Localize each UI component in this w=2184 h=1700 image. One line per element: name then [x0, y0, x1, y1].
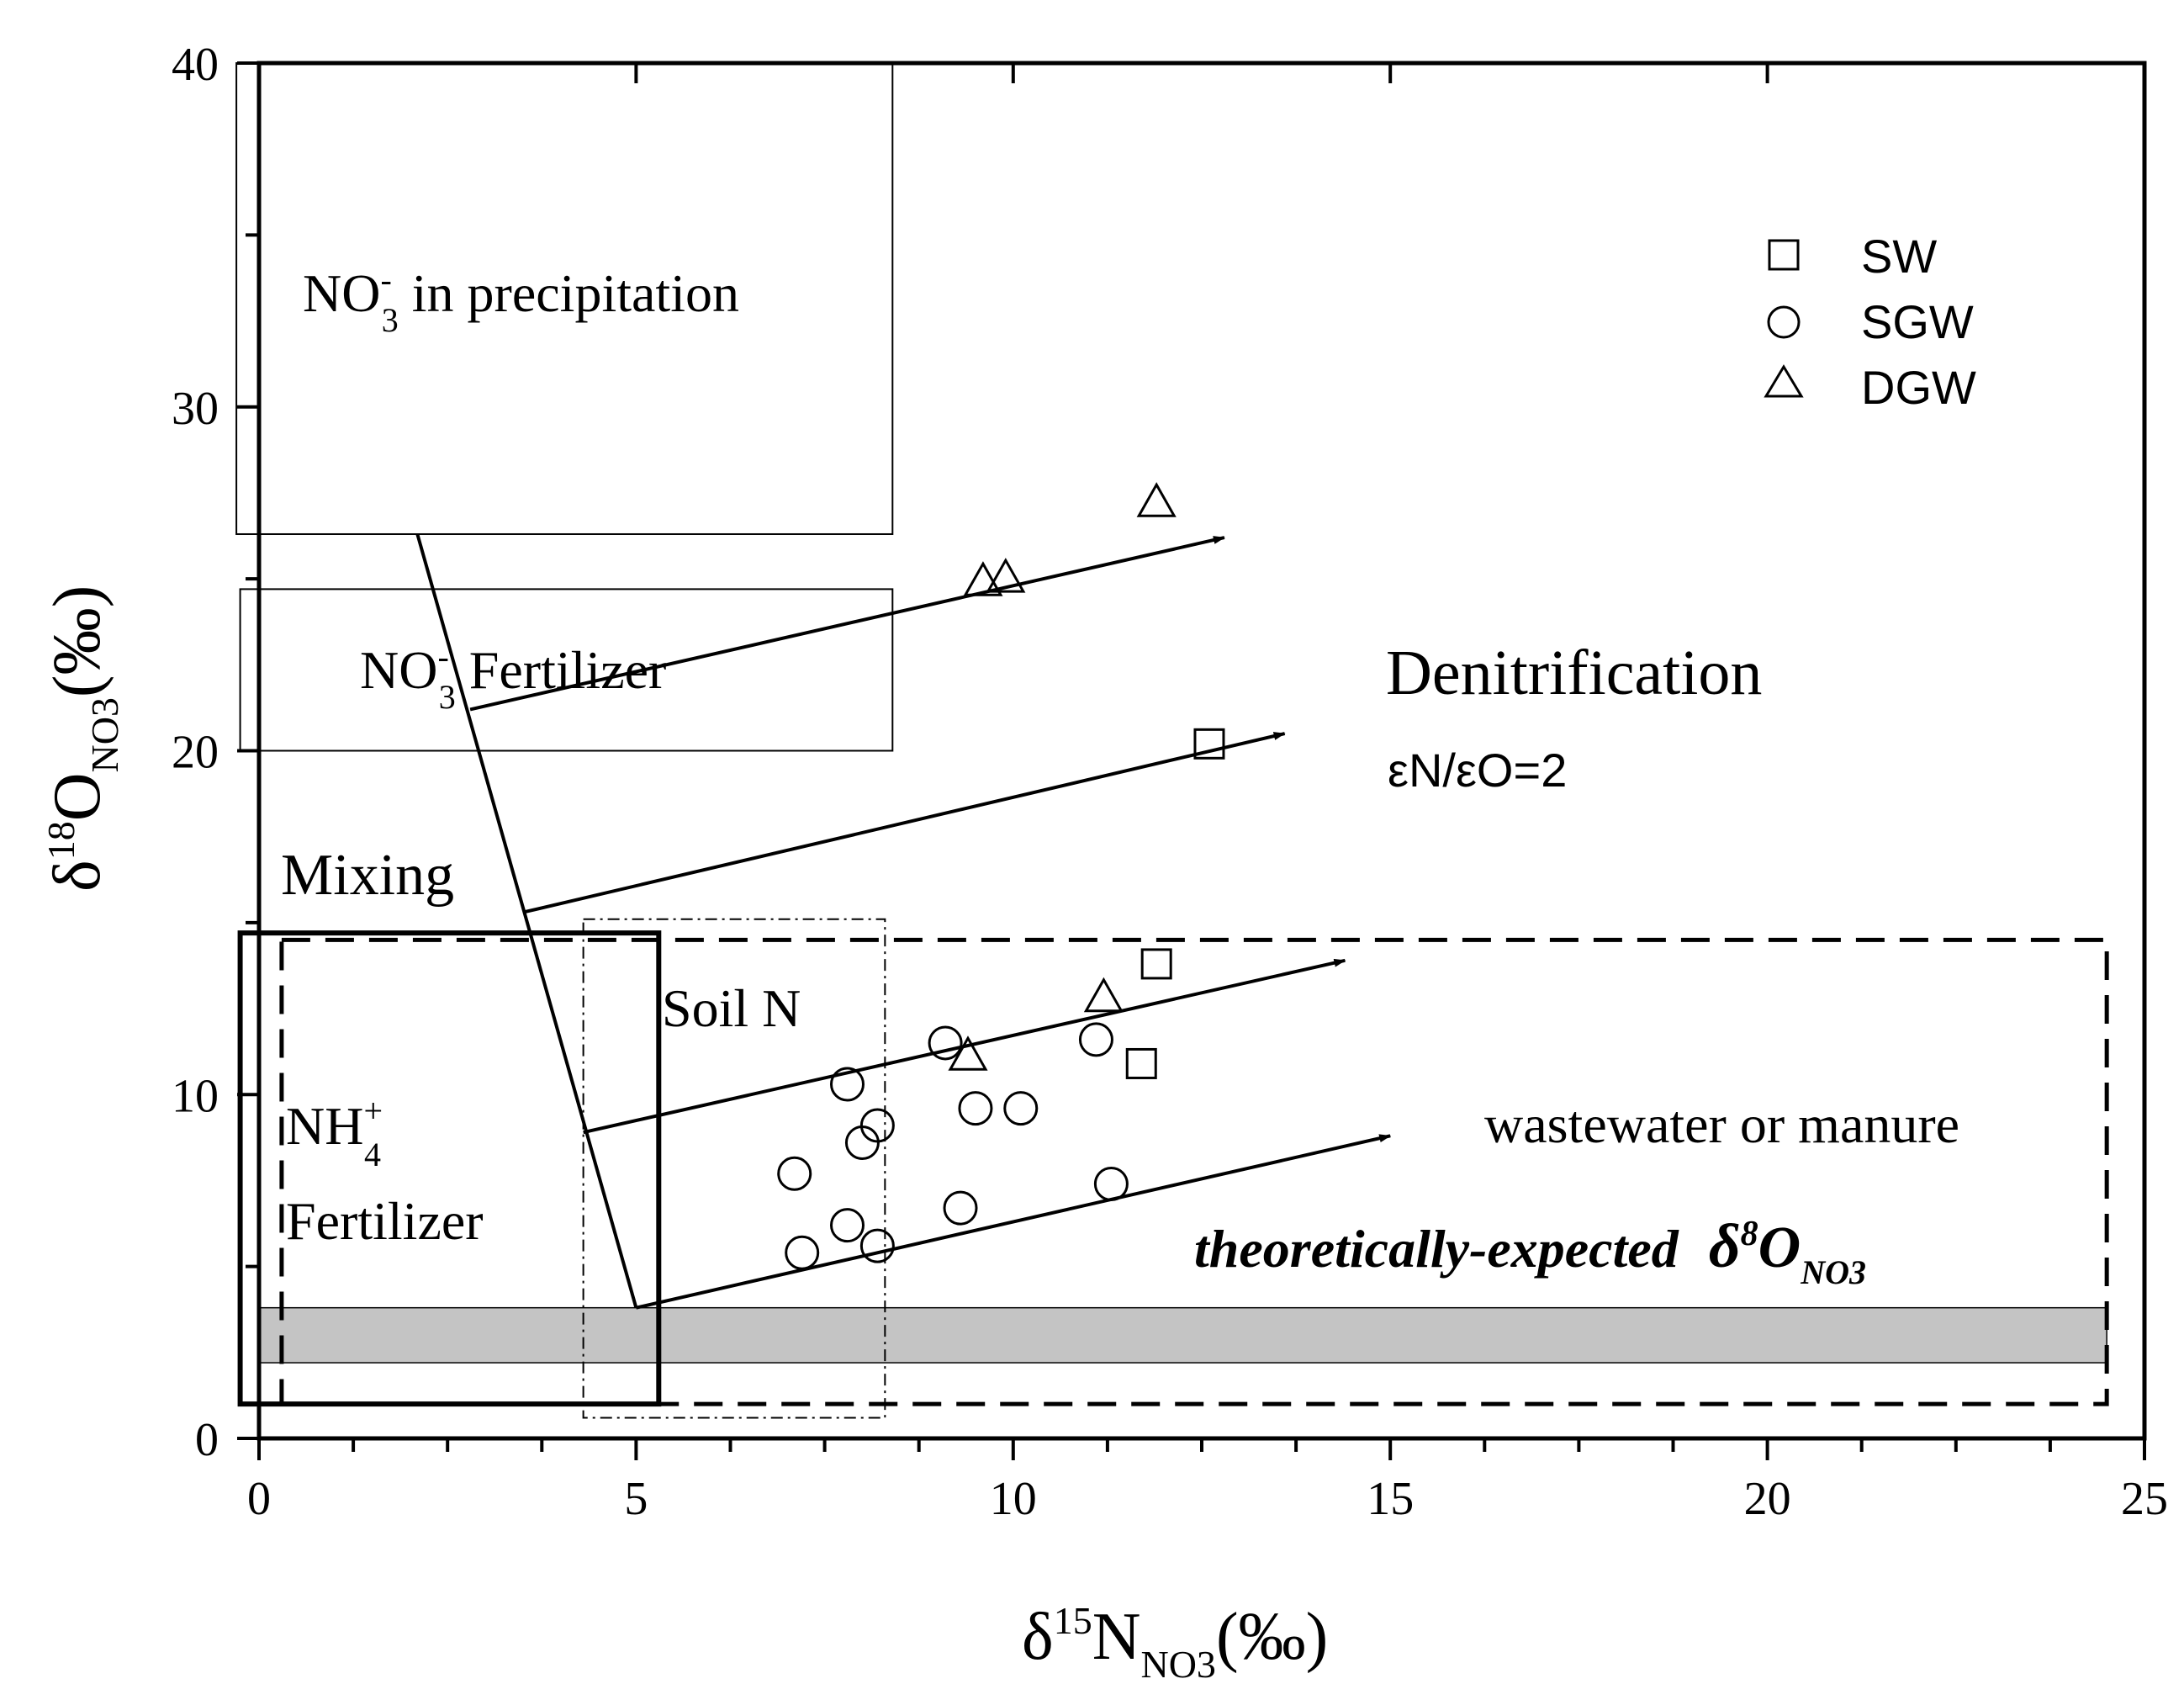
soil-n-region — [582, 918, 886, 1419]
marker-sgw — [830, 1208, 865, 1243]
marker-sw — [1125, 1047, 1157, 1079]
marker-sgw — [785, 1235, 820, 1270]
marker-dgw — [1083, 977, 1124, 1013]
no3-fertilizer-label: NO-3 Fertilizer — [360, 638, 666, 716]
legend-marker-sgw — [1767, 305, 1801, 339]
y-tick-label: 10 — [172, 1070, 219, 1122]
y-tick-label: 0 — [195, 1414, 219, 1466]
y-axis-title: δ18ONO3(‰) — [40, 585, 126, 892]
axis-ticks: 0 5 10 15 20 25 0 10 20 30 40 — [172, 39, 2168, 1525]
marker-dgw — [986, 558, 1026, 593]
marker-sgw — [1093, 1167, 1129, 1202]
x-tick-label: 20 — [1744, 1473, 1791, 1525]
x-tick-label: 25 — [2121, 1473, 2168, 1525]
denitrification-arrow-2 — [522, 732, 1286, 914]
denitrification-arrow-1 — [469, 536, 1225, 712]
marker-sgw — [943, 1190, 978, 1226]
marker-sgw — [1003, 1091, 1039, 1126]
marker-sgw — [830, 1067, 865, 1102]
no3-fertilizer-region — [239, 588, 894, 752]
marker-sgw — [1078, 1022, 1113, 1057]
nh4-fertilizer-region — [237, 930, 662, 1407]
marker-sw — [1193, 728, 1225, 760]
mixing-line — [415, 533, 638, 1309]
legend-label-dgw: DGW — [1861, 361, 1976, 414]
x-axis-title: δ15NNO3(‰) — [1022, 1599, 1328, 1686]
legend-marker-sw — [1768, 239, 1800, 271]
wastewater-label: wastewater or manure — [1484, 1094, 1959, 1154]
x-tick-label: 10 — [990, 1473, 1037, 1525]
theoretical-band — [258, 1306, 2107, 1364]
legend-label-sw: SW — [1861, 230, 1937, 283]
legend-label-sgw: SGW — [1861, 295, 1974, 348]
denitrification-label: Denitrification — [1386, 638, 1762, 708]
wastewater-region — [279, 937, 2109, 1406]
marker-sw — [1140, 948, 1172, 980]
precipitation-label: NO-3 in precipitation — [303, 261, 739, 339]
svg-text:δ18ONO3(‰): δ18ONO3(‰) — [40, 585, 126, 892]
soil-n-label: Soil N — [662, 978, 801, 1038]
legend-marker-dgw — [1764, 364, 1804, 398]
denitrification-arrow-4 — [635, 1134, 1392, 1310]
marker-dgw — [948, 1035, 988, 1071]
marker-sgw — [928, 1025, 963, 1061]
marker-sgw — [859, 1228, 895, 1263]
mixing-label: Mixing — [281, 843, 454, 908]
x-tick-label: 15 — [1367, 1473, 1414, 1525]
marker-dgw — [1136, 482, 1177, 517]
y-tick-label: 40 — [172, 39, 219, 91]
marker-sgw — [958, 1091, 993, 1126]
nh4-fertilizer-label: NH+4 — [286, 1092, 383, 1173]
nh4-fertilizer-label-line2: Fertilizer — [286, 1191, 484, 1251]
x-tick-label: 0 — [247, 1473, 271, 1525]
marker-sgw — [777, 1156, 812, 1191]
data-markers — [777, 482, 1225, 1270]
legend: SW SGW DGW — [1764, 230, 1976, 414]
y-tick-label: 20 — [172, 727, 219, 779]
marker-dgw — [963, 561, 1003, 596]
y-tick-label: 30 — [172, 383, 219, 435]
x-tick-label: 5 — [624, 1473, 648, 1525]
ratio-label: εN/εO=2 — [1388, 744, 1567, 797]
marker-sgw — [844, 1125, 880, 1160]
